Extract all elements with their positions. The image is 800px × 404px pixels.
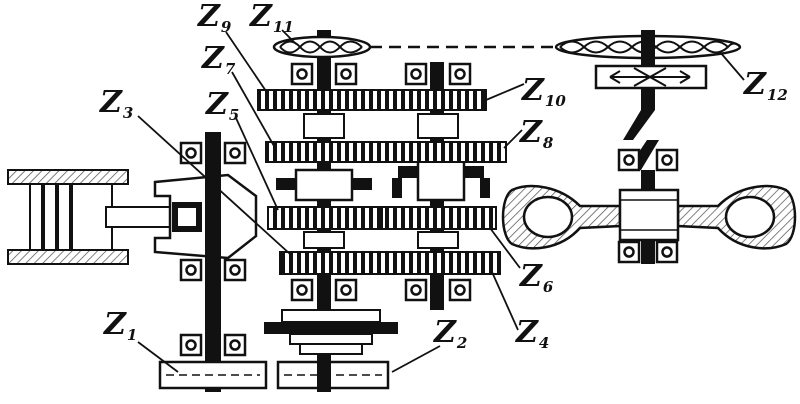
- label-z1: Z1: [104, 307, 138, 344]
- gear-z3: [279, 251, 389, 275]
- pulley-z2: [276, 360, 390, 390]
- sprocket-z11: [272, 35, 372, 59]
- label-z4: Z4: [516, 315, 550, 352]
- label-z5: Z5: [206, 87, 240, 124]
- gear-z9: [257, 89, 371, 111]
- label-z3: Z3: [100, 85, 134, 122]
- gear-z10: [369, 89, 487, 111]
- rotor-assembly: [501, 184, 797, 250]
- gear-z5: [267, 206, 383, 230]
- label-z10: Z10: [522, 73, 566, 110]
- label-z8: Z8: [520, 115, 554, 152]
- label-z9: Z9: [198, 0, 232, 36]
- clutch-lower: [264, 309, 398, 355]
- clutch-upper: [276, 158, 490, 202]
- label-z11: Z11: [250, 0, 294, 36]
- leader-lines: [137, 29, 745, 373]
- pulley-z1: [158, 360, 268, 390]
- label-z12: Z12: [744, 67, 788, 104]
- shaft-z1: [179, 132, 247, 392]
- gear-z7: [265, 141, 371, 163]
- piston-rod: [105, 206, 171, 228]
- label-z2: Z2: [434, 315, 468, 352]
- label-z6: Z6: [520, 259, 554, 296]
- gear-z6: [381, 206, 497, 230]
- label-z7: Z7: [202, 41, 236, 78]
- shaft-hubs: [303, 113, 459, 249]
- gear-z4: [387, 251, 501, 275]
- gear-z8: [371, 141, 507, 163]
